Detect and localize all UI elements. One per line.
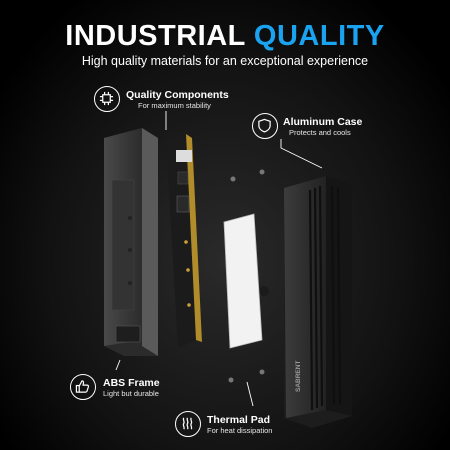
callout-title: Aluminum Case xyxy=(283,116,363,128)
callout-leader-lines xyxy=(115,111,323,407)
heat-icon xyxy=(175,411,201,437)
callout-thermal-pad: Thermal Pad For heat dissipation xyxy=(207,414,272,435)
callout-aluminum-case: Aluminum Case Protects and cools xyxy=(283,116,362,137)
brand-mark: SABRENT xyxy=(295,361,302,392)
callout-subtitle: Light but durable xyxy=(103,389,159,398)
aluminum-case xyxy=(284,176,352,428)
callout-subtitle: For heat dissipation xyxy=(207,426,273,435)
callout-title: ABS Frame xyxy=(103,377,160,389)
headline-part-2: QUALITY xyxy=(253,20,385,52)
chip-icon xyxy=(94,86,120,112)
headline-part-1: INDUSTRIAL xyxy=(65,20,246,52)
callout-abs-frame: ABS Frame Light but durable xyxy=(103,377,160,398)
abs-frame xyxy=(104,128,158,356)
callout-subtitle: Protects and cools xyxy=(289,128,351,137)
thumbs-up-icon xyxy=(70,374,96,400)
pcb-board xyxy=(166,134,202,348)
callout-title: Quality Components xyxy=(126,89,229,101)
headline: INDUSTRIAL QUALITY xyxy=(0,20,450,52)
callout-quality-components: Quality Components For maximum stability xyxy=(126,89,229,110)
thermal-pad xyxy=(223,213,263,349)
callout-title: Thermal Pad xyxy=(207,414,271,426)
shield-icon xyxy=(252,113,278,139)
screws xyxy=(228,169,269,383)
subheadline: High quality materials for an exceptiona… xyxy=(81,54,369,68)
callout-subtitle: For maximum stability xyxy=(138,101,211,110)
